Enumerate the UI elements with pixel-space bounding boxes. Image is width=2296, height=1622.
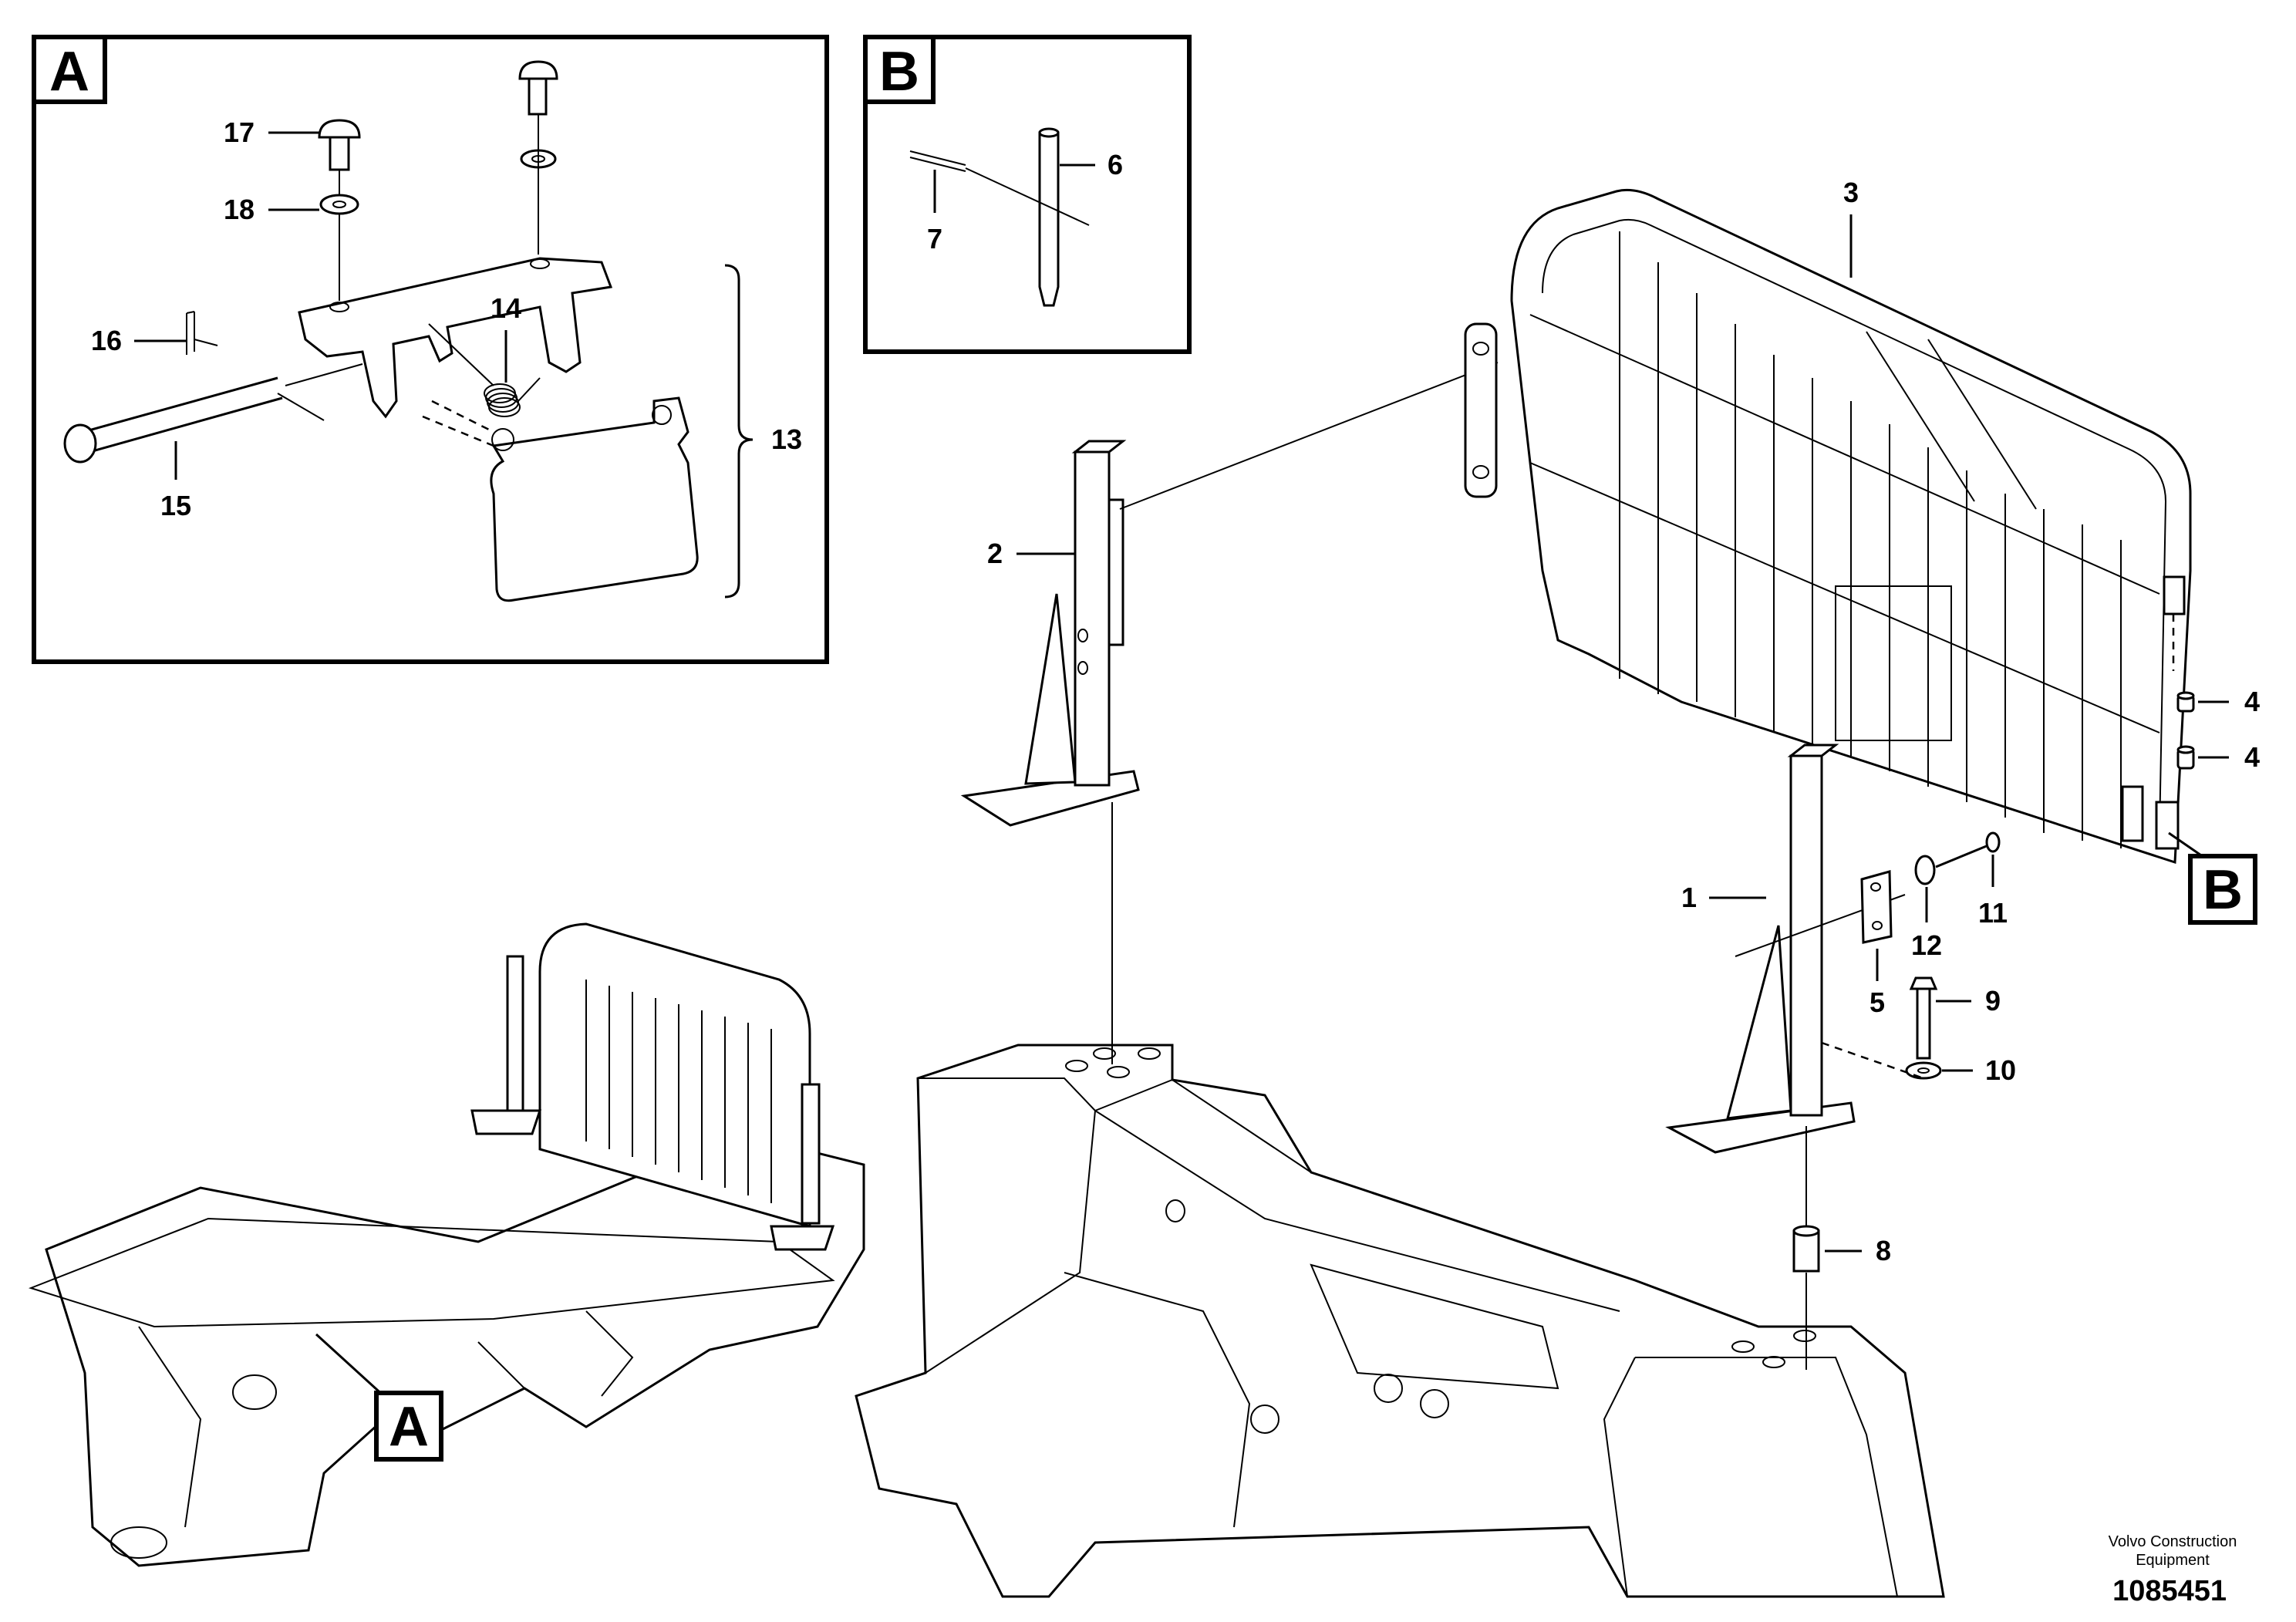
part-number-17: 17 <box>224 116 255 148</box>
detail-b-label: B <box>879 41 919 103</box>
detail-b-callout-tag <box>2188 854 2257 925</box>
detail-a-tag <box>32 35 107 104</box>
part-number-12: 12 <box>1911 929 1942 961</box>
detail-b-panel: B 6 7 <box>863 35 1192 354</box>
post-2: 2 <box>960 362 1499 1064</box>
pin-6 <box>1038 131 1060 307</box>
detail-a-callout-label: A <box>389 1396 429 1458</box>
part-number-4a: 4 <box>2244 686 2260 717</box>
part-number-11: 11 <box>1978 897 2008 929</box>
flap-plate <box>490 396 699 602</box>
post-1: 1 <box>1665 744 1906 1242</box>
detail-b-callout-label: B <box>2203 859 2243 921</box>
part-number-18: 18 <box>224 194 255 225</box>
detail-b-callout: B <box>2121 785 2257 925</box>
brand-name: Volvo Construction Equipment <box>2108 1533 2237 1569</box>
part-number-7: 7 <box>927 223 942 255</box>
part-number-4b: 4 <box>2244 741 2260 773</box>
part-number-10: 10 <box>1985 1054 2016 1086</box>
detail-a-callout-tag <box>374 1391 443 1462</box>
plug-4-upper: 4 <box>2176 686 2260 717</box>
fence-panel-3: 3 <box>1464 177 2192 865</box>
assembly-brace-13 <box>724 264 754 599</box>
part-number-2: 2 <box>987 538 1003 569</box>
part-number-5: 5 <box>1870 986 1885 1018</box>
detail-b-tag <box>863 35 936 104</box>
washer-12: 12 <box>1911 855 1942 961</box>
bracket <box>298 257 613 419</box>
pin-15 <box>63 363 363 464</box>
bolt-9: 9 <box>1909 976 2001 1060</box>
bushing-8: 8 <box>1792 1225 1891 1370</box>
machine-overview: A <box>28 922 865 1567</box>
washer-10: 10 <box>1821 1041 2016 1086</box>
part-number-8: 8 <box>1876 1235 1891 1266</box>
part-number-1: 1 <box>1681 882 1697 913</box>
part-number-16: 16 <box>91 325 122 356</box>
part-number-14: 14 <box>491 292 521 324</box>
frame-body <box>855 1044 1945 1598</box>
plate-5: 5 <box>1860 870 1893 1018</box>
screw-17 <box>318 119 361 301</box>
spring-14 <box>428 323 541 417</box>
split-pin-16 <box>186 311 218 355</box>
plug-4-lower: 4 <box>2176 741 2260 773</box>
detail-a-panel: A <box>32 35 829 664</box>
washer-18 <box>319 194 359 215</box>
bolt-11: 11 <box>1935 831 2008 929</box>
part-number-15: 15 <box>160 490 191 521</box>
screw-upper-right <box>518 60 558 255</box>
part-number-3: 3 <box>1843 177 1859 208</box>
document-number: 1085451 <box>2112 1575 2227 1607</box>
part-number-9: 9 <box>1985 985 2001 1017</box>
lock-pin-7 <box>909 150 1090 226</box>
part-number-13: 13 <box>771 423 802 455</box>
detail-a-label: A <box>49 41 89 103</box>
part-number-6: 6 <box>1108 149 1123 180</box>
